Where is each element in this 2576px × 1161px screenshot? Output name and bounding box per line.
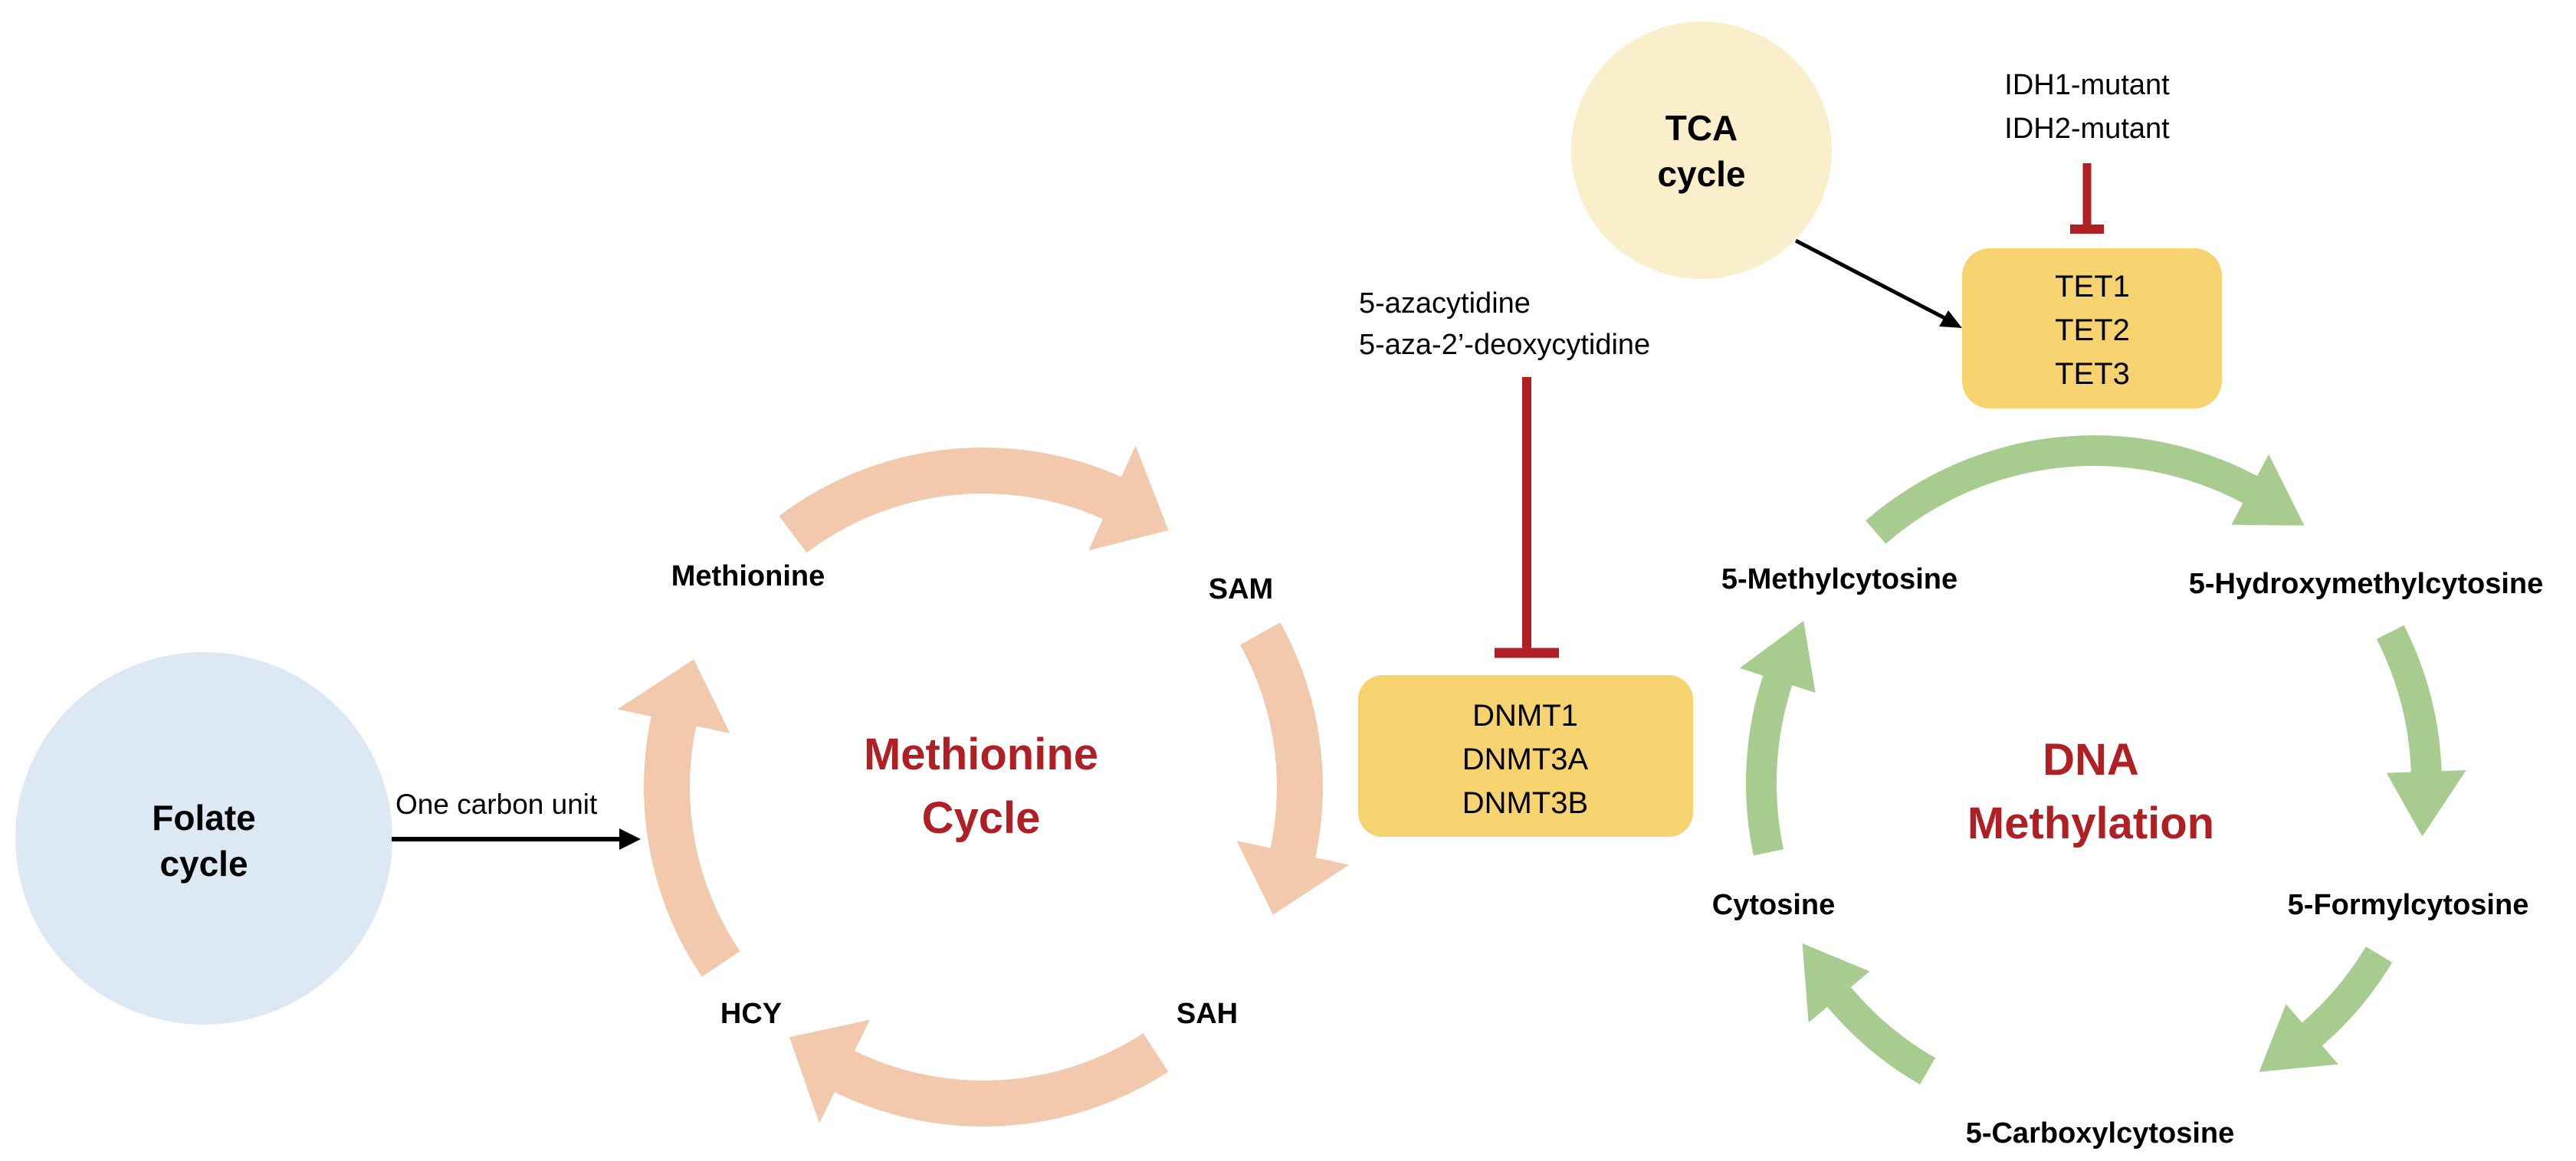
node-hcy: HCY [720, 998, 782, 1030]
node-5-formylcytosine: 5-Formylcytosine [2288, 889, 2529, 921]
methionine-cycle-labels: Methionine SAM SAH HCY Methionine Cycle [671, 560, 1274, 1030]
node-5-carboxylcytosine: 5-Carboxylcytosine [1966, 1117, 2235, 1150]
enzyme-dnmt3b: DNMT3B [1462, 786, 1588, 820]
folate-cycle-circle [15, 652, 392, 1025]
tca-cycle-label-line1: TCA [1665, 108, 1738, 148]
node-cytosine: Cytosine [1712, 889, 1835, 921]
one-carbon-unit-edge: One carbon unit [392, 789, 641, 850]
dnmt-box-background [1358, 675, 1693, 837]
one-carbon-unit-label: One carbon unit [395, 789, 598, 820]
arrow-hcy-to-methionine [617, 659, 740, 977]
enzyme-tet3: TET3 [2055, 357, 2130, 391]
dnmt-inhibitor-group: 5-azacytidine 5-aza-2’-deoxycytidine [1359, 287, 1650, 658]
arrow-5cac-to-cytosine [1802, 943, 1935, 1085]
one-carbon-arrowhead [619, 828, 641, 850]
arrow-sam-to-sah [1236, 622, 1350, 915]
methionine-cycle-title-line2: Cycle [922, 793, 1041, 843]
enzyme-dnmt1: DNMT1 [1472, 699, 1578, 733]
enzyme-tet2: TET2 [2055, 313, 2130, 347]
folate-cycle-label-line2: cycle [159, 844, 248, 884]
tet-inhibitor-group: IDH1-mutant IDH2-mutant [2004, 69, 2170, 234]
node-methionine: Methionine [671, 560, 825, 592]
dna-methylation-title-line2: Methylation [1967, 799, 2214, 848]
arrow-5hmc-to-5fc [2376, 625, 2466, 837]
inhibitor-idh1-mutant: IDH1-mutant [2004, 69, 2170, 101]
node-5-hydroxymethylcytosine: 5-Hydroxymethylcytosine [2189, 568, 2544, 600]
tet-enzyme-box: TET1 TET2 TET3 [1962, 248, 2222, 408]
tet-box-background [1962, 248, 2222, 408]
arrow-cytosine-to-5mc [1739, 621, 1816, 856]
dna-methylation-title-line1: DNA [2043, 735, 2139, 785]
folate-cycle-node: Folate cycle [15, 652, 392, 1025]
inhibitor-5-azacytidine: 5-azacytidine [1359, 287, 1531, 320]
tca-cycle-circle [1571, 21, 1832, 279]
node-5-methylcytosine: 5-Methylcytosine [1721, 563, 1957, 595]
inhibitor-5-aza-2-deoxycytidine: 5-aza-2’-deoxycytidine [1359, 329, 1650, 361]
folate-cycle-label-line1: Folate [152, 798, 255, 838]
node-sah: SAH [1176, 998, 1238, 1030]
arrow-5mc-to-5hmc [1866, 435, 2305, 544]
arrow-methionine-to-sam [779, 445, 1169, 553]
methionine-cycle-title-line1: Methionine [864, 730, 1098, 779]
enzyme-dnmt3a: DNMT3A [1462, 743, 1589, 776]
arrow-sah-to-hcy [789, 1019, 1169, 1127]
inhibitor-idh2-mutant: IDH2-mutant [2004, 113, 2170, 145]
node-sam: SAM [1209, 573, 1273, 605]
tca-to-tet-arrow-line [1794, 238, 1952, 323]
tca-cycle-label-line2: cycle [1657, 154, 1745, 194]
tca-to-tet-arrowhead [1939, 310, 1962, 328]
tca-to-tet-edge [1794, 238, 1962, 328]
dna-methylation-labels: 5-Methylcytosine 5-Hydroxymethylcytosine… [1712, 563, 2543, 1150]
dna-methylation-ring [1739, 435, 2466, 1085]
tca-cycle-node: TCA cycle [1571, 21, 1832, 279]
methionine-cycle-ring [617, 445, 1350, 1127]
dnmt-enzyme-box: DNMT1 DNMT3A DNMT3B [1358, 675, 1693, 837]
enzyme-tet1: TET1 [2055, 270, 2130, 303]
arrow-5fc-to-5cac [2259, 946, 2393, 1072]
